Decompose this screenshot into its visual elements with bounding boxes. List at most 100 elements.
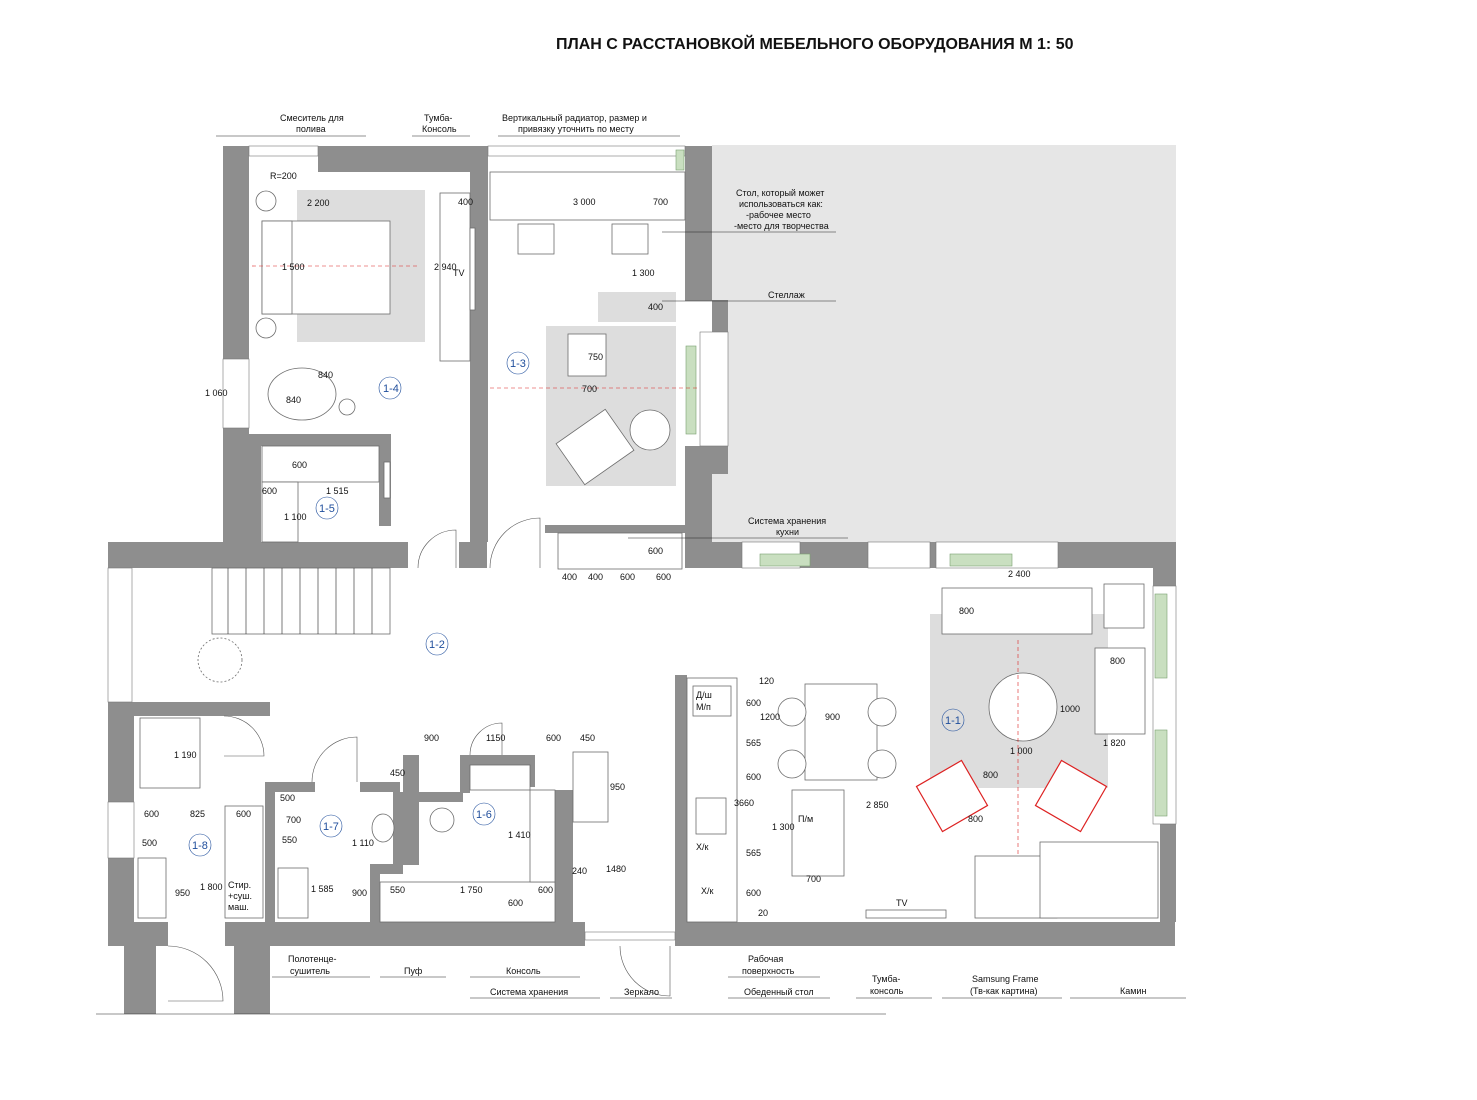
svg-text:1 190: 1 190 bbox=[174, 750, 197, 760]
svg-text:3660: 3660 bbox=[734, 798, 754, 808]
svg-text:использоваться как:: использоваться как: bbox=[739, 199, 823, 209]
terrace-area bbox=[712, 145, 1176, 542]
svg-text:900: 900 bbox=[352, 888, 367, 898]
svg-text:Рабочая: Рабочая bbox=[748, 954, 783, 964]
svg-text:700: 700 bbox=[582, 384, 597, 394]
svg-text:1 110: 1 110 bbox=[352, 838, 374, 848]
svg-text:1-8: 1-8 bbox=[192, 840, 208, 852]
svg-text:400: 400 bbox=[588, 572, 603, 582]
svg-text:3 000: 3 000 bbox=[573, 197, 596, 207]
svg-text:700: 700 bbox=[653, 197, 668, 207]
svg-text:Д/ш: Д/ш bbox=[696, 690, 712, 700]
svg-text:600: 600 bbox=[546, 733, 561, 743]
svg-text:565: 565 bbox=[746, 848, 761, 858]
svg-text:600: 600 bbox=[144, 809, 159, 819]
annotations: Смеситель для полива Тумба- Консоль Верт… bbox=[96, 113, 1186, 1015]
svg-text:Х/к: Х/к bbox=[696, 842, 709, 852]
svg-text:Стеллаж: Стеллаж bbox=[768, 290, 805, 300]
svg-text:Полотенце-: Полотенце- bbox=[288, 954, 337, 964]
svg-text:маш.: маш. bbox=[228, 902, 249, 912]
svg-text:1-3: 1-3 bbox=[510, 358, 526, 370]
svg-text:консоль: консоль bbox=[870, 986, 904, 996]
svg-text:кухни: кухни bbox=[776, 527, 799, 537]
svg-text:1 585: 1 585 bbox=[311, 884, 334, 894]
svg-text:сушитель: сушитель bbox=[290, 966, 330, 976]
svg-text:825: 825 bbox=[190, 809, 205, 819]
svg-text:500: 500 bbox=[280, 793, 295, 803]
svg-text:Система хранения: Система хранения bbox=[490, 987, 568, 997]
svg-text:600: 600 bbox=[620, 572, 635, 582]
svg-text:600: 600 bbox=[292, 460, 307, 470]
svg-text:Камин: Камин bbox=[1120, 986, 1146, 996]
svg-text:550: 550 bbox=[282, 835, 297, 845]
svg-text:600: 600 bbox=[656, 572, 671, 582]
svg-text:(Тв-как картина): (Тв-как картина) bbox=[970, 986, 1038, 996]
svg-text:Пуф: Пуф bbox=[404, 966, 423, 976]
svg-text:600: 600 bbox=[538, 885, 553, 895]
svg-text:1-7: 1-7 bbox=[323, 821, 339, 833]
svg-text:450: 450 bbox=[390, 768, 405, 778]
svg-text:Вертикальный радиатор, размер: Вертикальный радиатор, размер и bbox=[502, 113, 647, 123]
svg-text:Тумба-: Тумба- bbox=[872, 974, 900, 984]
svg-text:900: 900 bbox=[825, 712, 840, 722]
svg-text:240: 240 bbox=[572, 866, 587, 876]
svg-text:600: 600 bbox=[648, 546, 663, 556]
study-room: 1-3 bbox=[489, 171, 700, 570]
svg-text:TV: TV bbox=[453, 268, 465, 278]
svg-text:Система хранения: Система хранения bbox=[748, 516, 826, 526]
svg-text:Консоль: Консоль bbox=[506, 966, 541, 976]
svg-text:TV: TV bbox=[896, 898, 908, 908]
svg-text:800: 800 bbox=[1110, 656, 1125, 666]
svg-text:1000: 1000 bbox=[1060, 704, 1080, 714]
svg-text:500: 500 bbox=[142, 838, 157, 848]
svg-text:1 000: 1 000 bbox=[1010, 746, 1033, 756]
svg-text:2 400: 2 400 bbox=[1008, 569, 1031, 579]
svg-text:М/п: М/п bbox=[696, 702, 711, 712]
svg-text:1150: 1150 bbox=[486, 733, 505, 743]
hall: 1-2 bbox=[197, 517, 541, 683]
svg-text:2 940: 2 940 bbox=[434, 262, 457, 272]
svg-text:-рабочее место: -рабочее место bbox=[746, 210, 811, 220]
svg-text:П/м: П/м bbox=[798, 814, 813, 824]
svg-text:Обеденный стол: Обеденный стол bbox=[744, 987, 814, 997]
bath-rooms: Стир. +суш. маш. 1-8 1-7 1-6 bbox=[137, 715, 671, 1002]
svg-text:840: 840 bbox=[286, 395, 301, 405]
svg-text:700: 700 bbox=[286, 815, 301, 825]
svg-text:2 200: 2 200 bbox=[307, 198, 330, 208]
svg-text:1 300: 1 300 bbox=[772, 822, 795, 832]
svg-text:1 500: 1 500 bbox=[282, 262, 305, 272]
svg-text:600: 600 bbox=[236, 809, 251, 819]
room-marker-1-4 bbox=[378, 376, 402, 400]
svg-text:1-1: 1-1 bbox=[945, 715, 961, 727]
dimension-labels: 2 200 400 3 000 700 1 500 2 940 1 300 40… bbox=[142, 197, 1126, 918]
svg-text:1-2: 1-2 bbox=[429, 639, 445, 651]
svg-text:900: 900 bbox=[424, 733, 439, 743]
svg-text:1-5: 1-5 bbox=[319, 503, 335, 515]
svg-text:950: 950 bbox=[175, 888, 190, 898]
svg-text:700: 700 bbox=[806, 874, 821, 884]
living-room: 1-1 П/м Д/ш М/п Х/к TV bbox=[686, 583, 1159, 923]
svg-text:Смеситель для: Смеситель для bbox=[280, 113, 344, 123]
svg-text:полива: полива bbox=[296, 124, 326, 134]
windows bbox=[107, 145, 1177, 941]
svg-text:600: 600 bbox=[746, 698, 761, 708]
svg-text:1-6: 1-6 bbox=[476, 809, 492, 821]
svg-text:950: 950 bbox=[610, 782, 625, 792]
svg-text:1480: 1480 bbox=[606, 864, 626, 874]
svg-text:Зеркало: Зеркало bbox=[624, 987, 659, 997]
svg-text:1 750: 1 750 bbox=[460, 885, 483, 895]
svg-text:1 800: 1 800 bbox=[200, 882, 223, 892]
svg-text:Samsung Frame: Samsung Frame bbox=[972, 974, 1039, 984]
svg-text:1200: 1200 bbox=[760, 712, 780, 722]
svg-text:R=200: R=200 bbox=[270, 171, 297, 181]
svg-text:1-4: 1-4 bbox=[383, 383, 399, 395]
svg-text:550: 550 bbox=[390, 885, 405, 895]
svg-text:Консоль: Консоль bbox=[422, 124, 457, 134]
svg-text:450: 450 bbox=[580, 733, 595, 743]
svg-text:600: 600 bbox=[262, 486, 277, 496]
svg-text:400: 400 bbox=[458, 197, 473, 207]
svg-text:1 820: 1 820 bbox=[1103, 738, 1126, 748]
svg-text:800: 800 bbox=[983, 770, 998, 780]
svg-text:привязку уточнить по месту: привязку уточнить по месту bbox=[518, 124, 634, 134]
